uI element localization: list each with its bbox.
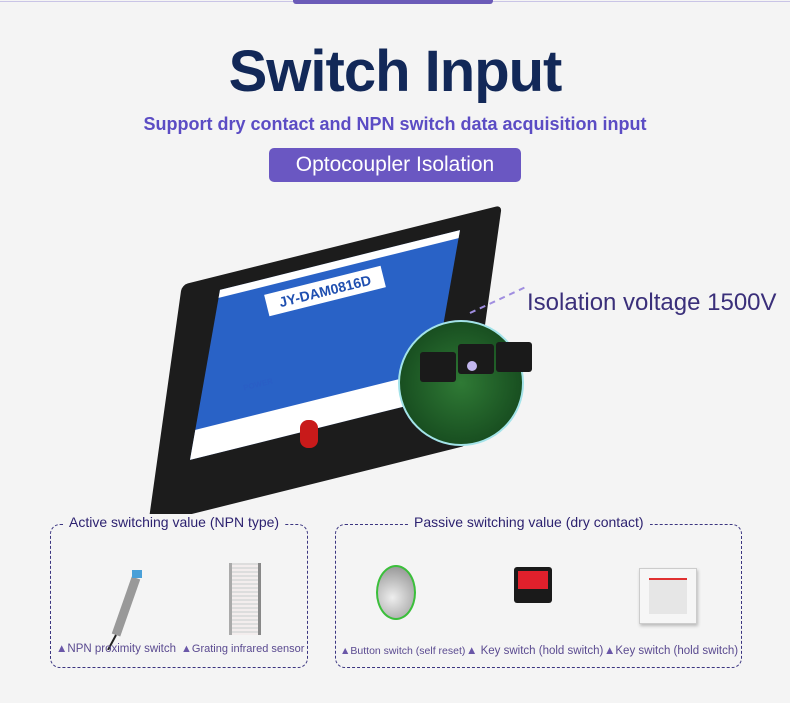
button-switch-image xyxy=(376,565,416,620)
caption-npn-proximity: ▲NPN proximity switch xyxy=(56,643,177,655)
wall-switch-image xyxy=(639,568,697,624)
rocker-switch-image xyxy=(514,567,552,603)
antenna-connector xyxy=(300,420,318,448)
device-image: JY-DAM0816D POWER xyxy=(145,205,525,525)
active-box-title: Active switching value (NPN type) xyxy=(63,514,286,530)
top-accent-bar xyxy=(293,0,493,4)
pcb-zoom-circle xyxy=(398,320,532,446)
caption-key-switch-2: ▲Key switch (hold switch) xyxy=(604,645,739,657)
caption-key-switch-1: ▲ Key switch (hold switch) xyxy=(466,645,604,657)
page-title: Switch Input xyxy=(228,39,563,104)
grating-sensor-image xyxy=(229,563,261,635)
caption-button-switch: ▲Button switch (self reset) xyxy=(340,645,466,657)
passive-switching-box: Passive switching value (dry contact) ▲B… xyxy=(335,514,742,668)
caption-grating-sensor: ▲Grating infrared sensor xyxy=(181,643,305,655)
active-switching-box: Active switching value (NPN type) ▲NPN p… xyxy=(50,514,308,668)
isolation-voltage-label: Isolation voltage 1500V xyxy=(527,289,777,316)
callout-dot xyxy=(467,361,477,371)
optocoupler-badge: Optocoupler Isolation xyxy=(269,148,521,182)
page-subtitle: Support dry contact and NPN switch data … xyxy=(143,114,647,134)
npn-proximity-switch-image xyxy=(106,570,142,651)
passive-box-title: Passive switching value (dry contact) xyxy=(408,514,650,530)
